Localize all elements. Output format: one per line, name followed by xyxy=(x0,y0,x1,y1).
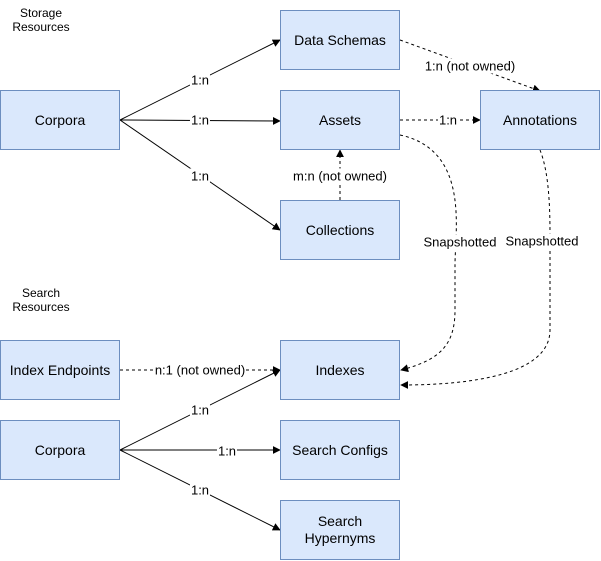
node-corpora-search[interactable]: Corpora xyxy=(0,420,120,480)
label-corpora-assets: 1:n xyxy=(189,112,211,128)
label-data-schemas-annotations: 1:n (not owned) xyxy=(423,58,517,74)
label-corpora-search-hypernyms: 1:n xyxy=(189,482,211,498)
label-assets-indexes: Snapshotted xyxy=(422,234,498,250)
label-corpora-collections: 1:n xyxy=(189,168,211,184)
storage-resources-label: Storage Resources xyxy=(12,6,70,34)
label-corpora-search-configs: 1:n xyxy=(216,443,238,459)
node-collections[interactable]: Collections xyxy=(280,200,400,260)
node-assets[interactable]: Assets xyxy=(280,90,400,150)
node-index-endpoints[interactable]: Index Endpoints xyxy=(0,340,120,400)
label-corpora-data-schemas: 1:n xyxy=(189,72,211,88)
node-search-configs[interactable]: Search Configs xyxy=(280,420,400,480)
label-collections-assets: m:n (not owned) xyxy=(292,168,388,184)
label-index-endpoints-indexes: n:1 (not owned) xyxy=(153,362,247,378)
edge-annotations-indexes xyxy=(400,149,551,389)
node-data-schemas[interactable]: Data Schemas xyxy=(280,10,400,70)
node-corpora-storage[interactable]: Corpora xyxy=(0,90,120,150)
label-corpora-indexes: 1:n xyxy=(189,402,211,418)
node-indexes[interactable]: Indexes xyxy=(280,340,400,400)
label-annotations-indexes: Snapshotted xyxy=(504,233,580,249)
node-annotations[interactable]: Annotations xyxy=(480,90,600,150)
node-search-hypernyms[interactable]: Search Hypernyms xyxy=(280,500,400,560)
search-resources-label: Search Resources xyxy=(12,286,70,314)
label-assets-annotations: 1:n xyxy=(437,112,459,128)
edge-assets-indexes xyxy=(399,134,457,373)
